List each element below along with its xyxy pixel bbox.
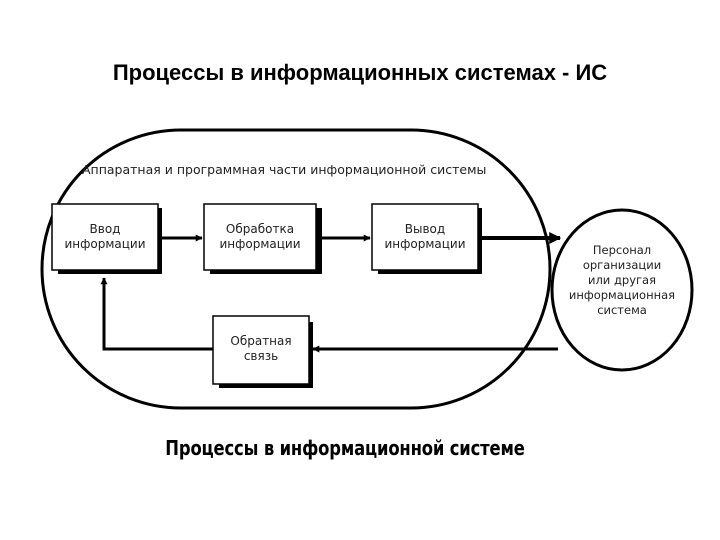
feedback-label: Обратная связь (230, 334, 292, 363)
container-label: Аппаратная и программная части информаци… (82, 162, 487, 177)
processing-label: Обработка информации (219, 222, 301, 251)
personnel-label: Персонал организации или другая информац… (568, 243, 676, 317)
slide-title: Процессы в информационных системах - ИС (112, 60, 608, 85)
diagram-caption: Процессы в информационной системе (165, 436, 525, 460)
personnel-node (550, 208, 694, 372)
input-node (51, 203, 159, 271)
output-node (371, 203, 479, 271)
arrow-feedback-to-input (100, 277, 213, 351)
output-label: Вывод информации (384, 222, 466, 251)
processing-node (203, 203, 317, 271)
system-container (40, 128, 552, 410)
input-label: Ввод информации (64, 222, 146, 251)
feedback-node (212, 315, 310, 385)
